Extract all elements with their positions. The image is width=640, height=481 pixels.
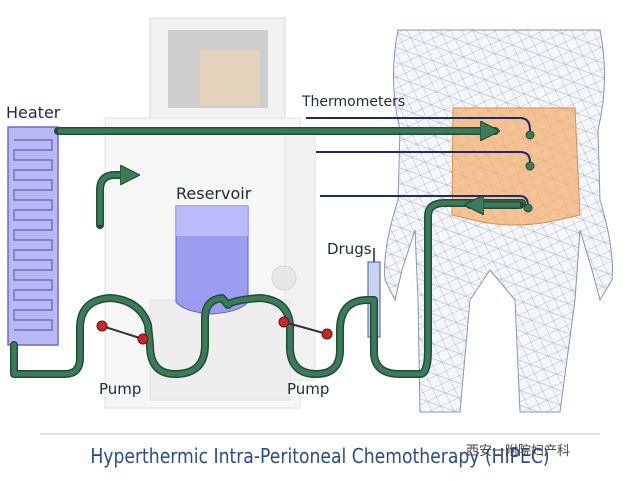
pump-left-rotor xyxy=(96,320,149,345)
pump-right-label: Pump xyxy=(287,380,330,398)
patient-body xyxy=(384,29,613,413)
diagram-title: Hyperthermic Intra-Peritoneal Chemothera… xyxy=(90,444,550,468)
reservoir-label: Reservoir xyxy=(176,184,252,203)
heater-label: Heater xyxy=(6,103,61,122)
drugs-label: Drugs xyxy=(327,240,372,258)
pump-right-rotor xyxy=(278,316,333,340)
reservoir xyxy=(175,205,249,315)
watermark: 西安一附院妇产科 xyxy=(466,444,571,459)
thermometer-sensors xyxy=(523,130,535,213)
pump-left-label: Pump xyxy=(99,380,142,398)
heater-coil xyxy=(13,139,53,331)
heater xyxy=(7,126,59,346)
perfusion-circuit xyxy=(10,131,526,378)
thermometers-label: Thermometers xyxy=(302,94,406,110)
